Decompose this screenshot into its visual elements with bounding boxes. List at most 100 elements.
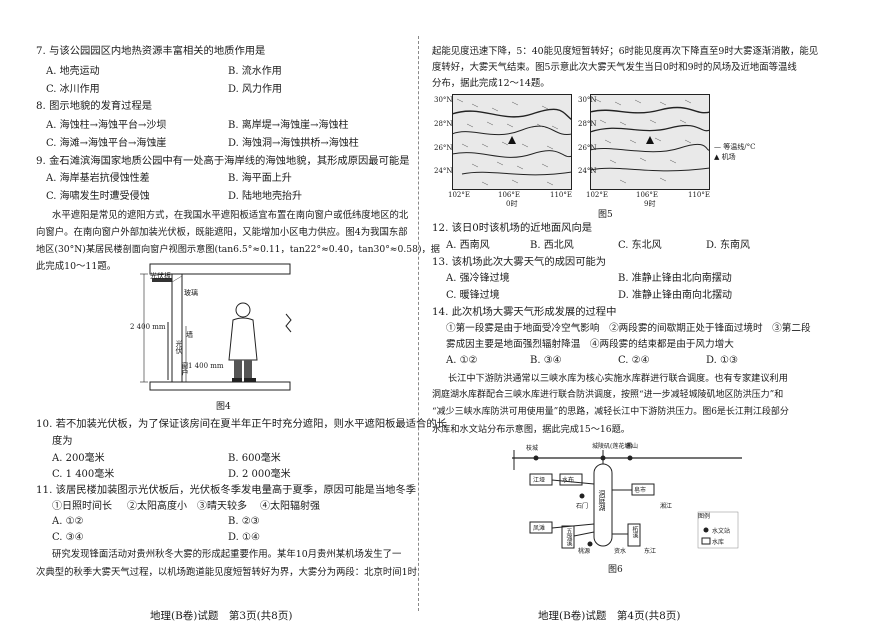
intro1-line2: 向窗户。在南向窗户外部加装光伏板，既能遮阳，又能增加小区电力供应。图4为我国东部 (36, 227, 408, 238)
q8-option-a[interactable]: A. 海蚀柱→海蚀平台→沙坝 (46, 120, 167, 131)
fig6-legend-title: 图例 (698, 513, 711, 520)
q7-stem: 7. 与该公园园区内地热资源丰富相关的地质作用是 (36, 45, 266, 57)
q9-stem: 9. 金石滩滨海国家地质公园中有一处高于海岸线的海蚀地貌，其形成原因最可能是 (36, 155, 410, 167)
fig4-window-label-right: 窗户 (181, 362, 189, 376)
q8-option-c[interactable]: C. 海滩→海蚀平台→海蚀崖 (46, 138, 167, 149)
q8-option-d[interactable]: D. 海蚀洞→海蚀拱桥→海蚀柱 (228, 138, 359, 149)
fig6-label-zhicheng: 枝城 (526, 445, 539, 452)
q11-option-d[interactable]: D. ①④ (228, 532, 260, 543)
q12-option-b[interactable]: B. 西北风 (530, 240, 574, 251)
fig5-map2-lat-26: 26°N (578, 144, 597, 152)
fig6-label-zishui: 资水 (614, 548, 627, 555)
fig6-label-dongjiang: 东江 (644, 548, 657, 555)
fig5-caption: 图5 (598, 210, 613, 220)
q7-option-a[interactable]: A. 地壳运动 (46, 66, 100, 77)
fig5-map1-time: 0时 (506, 200, 518, 208)
q13-option-d[interactable]: D. 准静止锋由南向北摆动 (618, 290, 733, 301)
q12-option-a[interactable]: A. 西南风 (446, 240, 490, 251)
intro3-line3: “减少三峡水库防洪可用使用量”的思路，减轻长江中下游防洪压力。图6是长江荆江段部… (432, 407, 789, 417)
fig6-label-chenglingji: 城陵矶(莲花塘) (592, 443, 633, 450)
fig5-legend-isotherm-label: 等温线/°C (723, 143, 756, 151)
q10-stem-line1: 10. 若不加装光伏板，为了保证该房间在夏半年正午时充分遮阳，则水平遮阳板最适合… (36, 418, 447, 430)
q13-option-c[interactable]: C. 暖锋过境 (446, 290, 500, 301)
q10-option-a[interactable]: A. 200毫米 (52, 453, 105, 464)
fig6-caption: 图6 (608, 565, 623, 575)
fig4-pv-label: 光伏板 (150, 272, 171, 280)
fig4-caption: 图4 (216, 402, 231, 412)
fig5-lat-30: 30°N (434, 96, 453, 104)
q10-option-b[interactable]: B. 600毫米 (228, 453, 281, 464)
intro-cont-line1: 起能见度迅速下降，5：40能见度短暂转好；6时能见度再次下降直至9时大雾逐渐消散… (432, 46, 819, 57)
q12-option-c[interactable]: C. 东北风 (618, 240, 662, 251)
fig5-map2-lat-24: 24°N (578, 167, 597, 175)
fig5-map2-lon-106: 106°E (636, 191, 658, 199)
fig6-label-dongting: 洞庭湖 (598, 490, 606, 511)
fig5-lon-110: 110°E (550, 191, 572, 199)
intro3-line1: 长江中下游防洪通常以三峡水库为核心实施水库群进行联合调度。也有专家建议利用 (448, 373, 788, 384)
q10-option-c[interactable]: C. 1 400毫米 (52, 469, 115, 480)
right-page: 起能见度迅速下降，5：40能见度短暂转好；6时能见度再次下降直至9时大雾逐渐消散… (432, 0, 870, 630)
q11-item-3: ③晴天较多 (197, 501, 247, 512)
figure-6-diagram (512, 450, 742, 549)
q14-option-d[interactable]: D. ①③ (706, 355, 738, 366)
figure-4-diagram (140, 263, 292, 391)
q11-option-a[interactable]: A. ①② (52, 516, 84, 527)
fig5-lat-26: 26°N (434, 144, 453, 152)
q7-option-b[interactable]: B. 流水作用 (228, 66, 282, 77)
q8-option-b[interactable]: B. 离岸堤→海蚀崖→海蚀柱 (228, 120, 349, 131)
fig5-map2-lon-110: 110°E (688, 191, 710, 199)
fig6-label-luoshan: 螺山 (626, 443, 639, 450)
fig4-window-label-left: 光伏 (175, 340, 183, 354)
q14-option-c[interactable]: C. ②④ (618, 355, 650, 366)
q12-option-d[interactable]: D. 东南风 (706, 240, 751, 251)
q9-option-a[interactable]: A. 海岸基岩抗侵蚀性差 (46, 173, 150, 184)
fig6-label-zaoshi: 皂市 (634, 487, 647, 494)
q7-option-c[interactable]: C. 冰川作用 (46, 84, 100, 95)
fig4-glass-label: 玻璃 (184, 289, 198, 297)
intro-cont-line3: 分布，据此完成12～14题。 (432, 78, 550, 89)
q9-option-b[interactable]: B. 海平面上升 (228, 173, 292, 184)
q14-option-a[interactable]: A. ①② (446, 355, 478, 366)
q9-option-d[interactable]: D. 陆地地壳抬升 (228, 191, 303, 202)
fig5-lat-24: 24°N (434, 167, 453, 175)
right-footer: 地理(B卷)试题 第4页(共8页) (538, 610, 681, 622)
q11-item-4: ④太阳辐射强 (260, 501, 320, 512)
q9-option-c[interactable]: C. 海啸发生时遭受侵蚀 (46, 191, 150, 202)
q14-items-line1: ①第一段雾是由于地面受冷空气影响 ②两段雾的间歇期正处于锋面过境时 ③第二段 (446, 323, 811, 334)
q12-stem: 12. 该日0时该机场的近地面风向是 (432, 222, 593, 234)
q14-option-b[interactable]: B. ③④ (530, 355, 562, 366)
fig6-legend-station: 水文站 (712, 528, 731, 535)
fig6-label-taoyuan: 桃源 (578, 548, 591, 555)
left-footer: 地理(B卷)试题 第3页(共8页) (150, 610, 293, 622)
q11-option-b[interactable]: B. ②③ (228, 516, 260, 527)
fig6-label-fengtan: 凤滩 (533, 525, 546, 532)
intro-cont-line2: 度转好，大雾天气结束。图5示意此次大雾天气发生当日0时和9时的风场及近地面等温线 (432, 62, 797, 73)
q13-option-b[interactable]: B. 准静止锋由北向南摆动 (618, 273, 732, 284)
fig6-label-wuqiangxi: 五强溪 (565, 528, 572, 546)
fig6-label-jiangya: 江垭 (533, 477, 546, 484)
q11-item-2: ②太阳高度小 (127, 501, 187, 512)
intro1-line4: 此完成10～11题。 (36, 261, 117, 272)
figure-5-map-9h (590, 94, 710, 190)
fig6-label-shuibu: 水布 (562, 477, 575, 484)
q13-option-a[interactable]: A. 强冷锋过境 (446, 273, 510, 284)
q14-items-line2: 雾成因主要是地面强烈辐射降温 ④两段雾的结束都是由于风力增大 (446, 339, 734, 350)
fig5-map2-lat-28: 28°N (578, 120, 597, 128)
fig5-lon-102: 102°E (448, 191, 470, 199)
fig5-legend-airport-label: 机场 (721, 153, 736, 161)
q7-option-d[interactable]: D. 风力作用 (228, 84, 283, 95)
q11-option-c[interactable]: C. ③④ (52, 532, 84, 543)
fig5-map2-lat-30: 30°N (578, 96, 597, 104)
fig5-legend-isotherm: — 等温线/°C (714, 143, 756, 151)
fig5-lon-106: 106°E (498, 191, 520, 199)
fig6-label-shimen: 石门 (576, 503, 589, 510)
intro3-line4: 水库和水文站分布示意图，据此完成15～16题。 (432, 424, 630, 435)
intro1-line1: 水平遮阳是常见的遮阳方式，在我国水平遮阳板适宜布置在南向窗户或低纬度地区的北 (52, 210, 409, 221)
q13-stem: 13. 该机场此次大雾天气的成因可能为 (432, 256, 607, 268)
q10-option-d[interactable]: D. 2 000毫米 (228, 469, 291, 480)
fig5-map2-time: 9时 (644, 200, 656, 208)
q14-stem: 14. 此次机场大雾天气形成发展的过程中 (432, 306, 617, 318)
fig4-dim-1400: 1 400 mm (188, 362, 224, 370)
fig6-legend-reservoir: 水库 (712, 539, 725, 546)
fig6-label-zhexi: 柘溪 (631, 526, 638, 538)
